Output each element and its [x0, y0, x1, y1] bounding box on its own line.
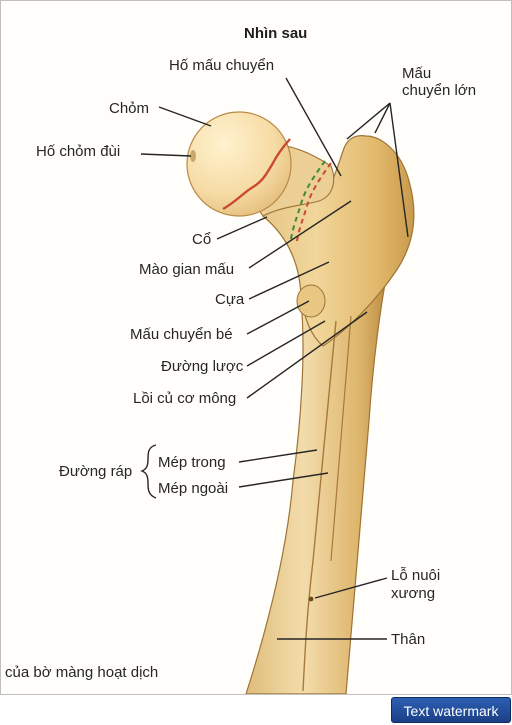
femur-illustration: [186, 111, 415, 694]
label-lesser-trochanter: Mấu chuyển bé: [130, 326, 233, 343]
leader-medial-lip: [238, 449, 318, 463]
leader-lateral-lip: [238, 472, 329, 488]
label-greater-trochanter-1: Mấu: [402, 65, 431, 82]
label-nutrient-foramen-2: xương: [391, 585, 435, 602]
leader-intertrochanteric-crest: [248, 200, 352, 269]
leader-nutrient-foramen: [314, 577, 388, 599]
leader-lines: [140, 77, 409, 640]
label-fovea: Hố chỏm đùi: [36, 143, 120, 160]
leader-tubercle: [248, 261, 330, 300]
leader-neck: [216, 216, 268, 240]
label-tubercle: Cựa: [215, 291, 245, 308]
leader-pectineal-line: [246, 320, 326, 367]
femur-shaft: [245, 250, 390, 694]
synovial-border-line: [222, 138, 291, 211]
label-gluteal-tuberosity: Lồi củ cơ mông: [133, 390, 236, 407]
footnote-text: của bờ màng hoạt dịch: [5, 664, 158, 681]
leader-greater-trochanter-a: [346, 102, 391, 140]
label-greater-trochanter-2: chuyển lớn: [402, 82, 476, 99]
label-shaft: Thân: [391, 631, 425, 648]
capsule-dashed-line-green: [290, 160, 326, 240]
label-head: Chỏm: [109, 100, 149, 117]
leader-gluteal-tuberosity: [246, 311, 368, 399]
linea-aspera-ridge-2: [330, 315, 352, 562]
femur-head: [186, 111, 292, 217]
nutrient-foramen-mark: [308, 596, 314, 602]
capsule-dashed-line: [296, 162, 332, 242]
linea-aspera-ridge: [302, 320, 337, 692]
watermark-button[interactable]: Text watermark: [391, 697, 511, 723]
femur-diagram: Nhìn sau Mấu chuyển lớn Hố mấu chuyển Ch…: [5, 25, 476, 694]
figure-frame: Nhìn sau Mấu chuyển lớn Hố mấu chuyển Ch…: [0, 0, 512, 695]
leader-greater-trochanter-c: [389, 102, 409, 238]
leader-head: [158, 106, 212, 127]
label-nutrient-foramen-1: Lỗ nuôi: [391, 567, 440, 584]
label-medial-lip: Mép trong: [158, 454, 226, 471]
leader-lesser-trochanter: [246, 300, 310, 335]
fovea-mark: [190, 150, 196, 162]
leader-trochanteric-fossa: [285, 77, 342, 177]
leader-fovea: [140, 153, 192, 157]
linea-aspera-brace: [140, 444, 157, 499]
leader-greater-trochanter-b: [374, 102, 391, 134]
label-intertrochanteric-crest: Mào gian mấu: [139, 261, 234, 278]
label-lateral-lip: Mép ngoài: [158, 480, 228, 497]
label-linea-aspera: Đường ráp: [59, 463, 132, 480]
label-neck: Cổ: [192, 231, 211, 248]
femur-lesser-trochanter: [296, 284, 326, 318]
label-trochanteric-fossa: Hố mấu chuyển: [169, 57, 274, 74]
label-pectineal-line: Đường lược: [161, 358, 244, 375]
figure-title: Nhìn sau: [244, 25, 307, 42]
